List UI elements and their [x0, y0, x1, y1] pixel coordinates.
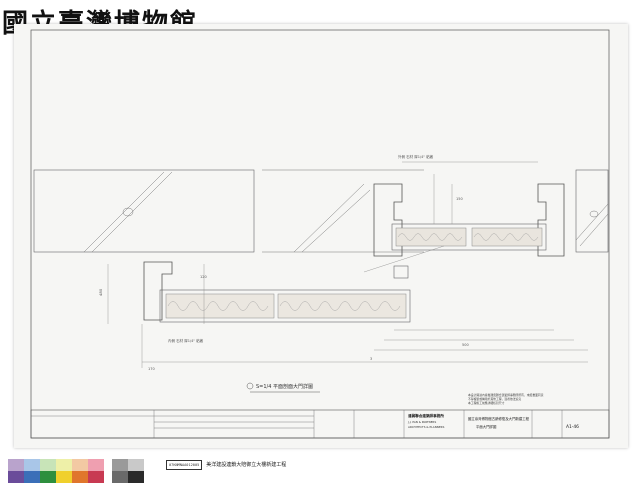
color-calibration-strip	[8, 459, 144, 483]
drawing-name: 平面大門詳圖	[476, 424, 497, 429]
wall-jamb-left	[373, 183, 403, 257]
upper-note: 外側 石材 厚1/4" 粘著	[398, 154, 434, 159]
firm-sub: J.J. PAN & PARTNERS	[407, 420, 436, 424]
swatch-5	[72, 459, 88, 483]
dim-label-b: 170	[148, 367, 155, 371]
architectural-drawing: 外側 石材 厚1/4" 粘著 150 480 120 170 500 3 內側 …	[30, 29, 610, 439]
dim-label-d: 3	[370, 357, 372, 361]
title-block	[30, 409, 610, 439]
door-leaf-upper	[391, 223, 547, 251]
caption-title: 美洋建設連鎖大賠御立大樓新建工程	[206, 462, 287, 468]
gray-swatches	[112, 459, 144, 483]
title-note-2: 不得複製或轉用於其他工程，違者依法追究	[468, 397, 521, 401]
caption-code: 07KNMNAA012005	[166, 460, 203, 470]
swatch-6	[88, 459, 104, 483]
dim-label-a: 120	[200, 275, 207, 279]
detail-title: S=1/4 平面剖面大門詳圖	[256, 383, 313, 390]
dim-label-upper: 150	[456, 197, 463, 201]
drawing-number: A1-46	[566, 424, 579, 430]
project-name: 國立臺灣博物館古蹟修復及大門新建工程	[468, 416, 530, 421]
lower-note: 內側 石材 厚1/4" 粘著	[168, 338, 204, 343]
gray-swatch-2	[128, 459, 144, 483]
lower-jamb	[143, 261, 173, 321]
swatch-2	[24, 459, 40, 483]
swatch-4	[56, 459, 72, 483]
swatch-3	[40, 459, 56, 483]
scan-caption: 07KNMNAA012005 美洋建設連鎖大賠御立大樓新建工程	[166, 460, 286, 470]
dim-label-c: 500	[462, 343, 469, 347]
dim-label-height: 480	[98, 288, 103, 296]
title-note-1: 本設計圖說內容屬潘冀聯合建築師事務所所有，未經書面同意	[468, 393, 544, 397]
firm-sub2: ARCHITECTS & PLANNERS	[408, 425, 445, 429]
door-elevation-left	[33, 169, 255, 253]
title-note-3: 本工程施工前應詳細核對尺寸	[468, 401, 505, 405]
drawing-sheet: 外側 石材 厚1/4" 粘著 150 480 120 170 500 3 內側 …	[14, 24, 628, 448]
door-leaf-lower	[159, 289, 411, 323]
wall-jamb-right	[537, 183, 565, 257]
firm-name: 潘冀聯合建築師事務所	[408, 413, 444, 418]
gray-swatch-1	[112, 459, 128, 483]
swatch-1	[8, 459, 24, 483]
